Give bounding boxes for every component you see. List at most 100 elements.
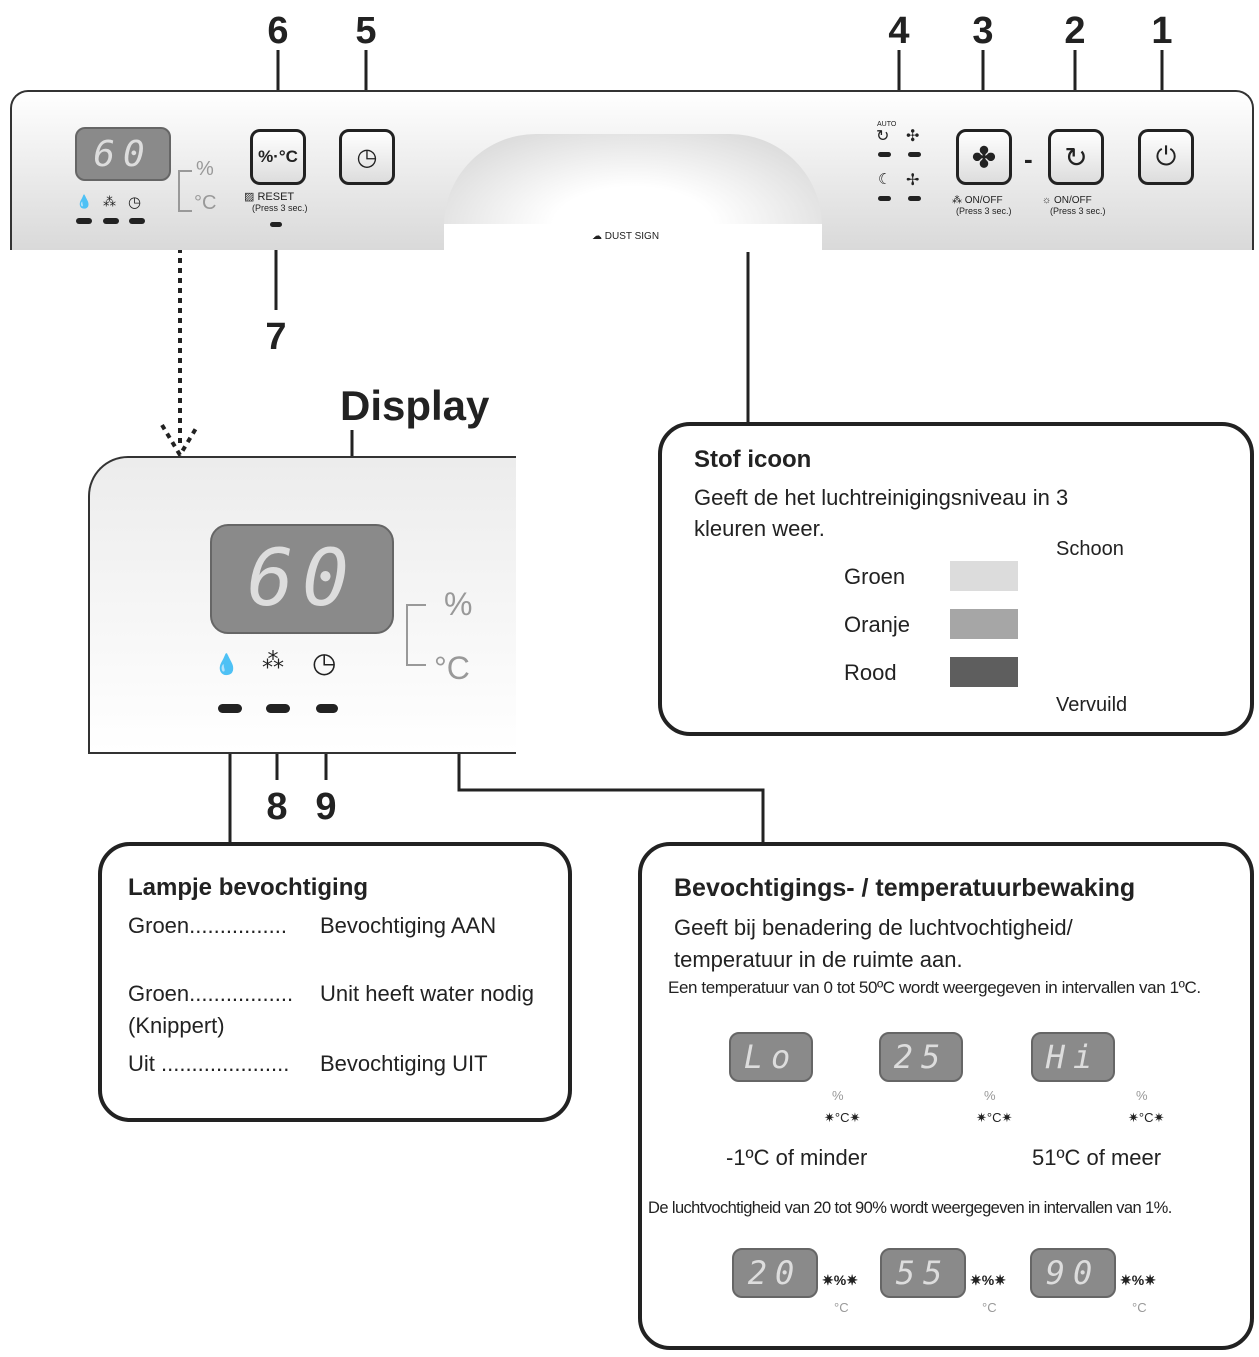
- temp-c-2: ✷°C✷: [976, 1110, 1013, 1125]
- ion-icon-large: ⁂: [262, 648, 284, 673]
- dust-box-desc2: kleuren weer.: [694, 516, 825, 541]
- reset-hint: (Press 3 sec.): [252, 203, 308, 213]
- main-unit-bracket: [406, 604, 426, 666]
- timer-icon: ◷: [128, 194, 142, 211]
- lamp-row-3-val: Bevochtiging UIT: [320, 1051, 488, 1076]
- main-unit-celsius: °C: [434, 650, 470, 686]
- monitor-title: Bevochtigings- / temperatuurbewaking: [674, 874, 1136, 902]
- level-green-label: Groen: [844, 564, 906, 589]
- led-humidify-large: [218, 704, 242, 713]
- timer-icon-large: ◷: [312, 647, 337, 678]
- dust-icon-box: Stof icoon Geeft de het luchtreinigingsn…: [658, 422, 1254, 736]
- dust-sign-label: ☁ DUST SIGN: [592, 231, 660, 242]
- temp-lcd-hi: Hi: [1031, 1032, 1115, 1082]
- led-ion-large: [266, 704, 290, 713]
- unit-bracket: [178, 170, 192, 212]
- led-humidify: [76, 218, 92, 224]
- hum-pct-2: ✷%✷: [970, 1272, 1006, 1288]
- ion-press-hint: (Press 3 sec.): [956, 206, 1012, 216]
- led-auto: [878, 152, 891, 157]
- monitor-desc1: Geeft bij benadering de luchtvochtigheid…: [674, 915, 1073, 940]
- callout-4: 4: [888, 10, 910, 52]
- led-ion: [103, 218, 119, 224]
- power-button[interactable]: ⏻: [1138, 129, 1194, 185]
- humidify-button[interactable]: ↻: [1048, 129, 1104, 185]
- lamp-box-title: Lampje bevochtiging: [128, 874, 369, 901]
- fan-high-icon: ✣: [906, 128, 920, 145]
- temp-lcd-25: 25: [879, 1032, 963, 1082]
- hum-lcd-90: 90: [1030, 1248, 1116, 1298]
- callout-8: 8: [266, 786, 288, 828]
- led-fan-high: [908, 152, 921, 157]
- temp-lcd-lo: Lo: [729, 1032, 813, 1082]
- callout-9: 9: [315, 786, 337, 828]
- lamp-row-1-val: Bevochtiging AAN: [320, 913, 497, 938]
- led-night: [878, 196, 891, 201]
- lamp-row-3-key: Uit .....................: [128, 1051, 290, 1076]
- hum-pct-1: ✷%✷: [822, 1272, 858, 1288]
- hum-note: De luchtvochtigheid van 20 tot 90% wordt…: [648, 1199, 1172, 1217]
- level-orange-label: Oranje: [844, 612, 911, 637]
- callout-7: 7: [265, 316, 287, 358]
- hum-c-1: °C: [834, 1300, 849, 1315]
- led-timer-large: [316, 704, 338, 713]
- light-onoff-label: ☼ ON/OFF: [1042, 195, 1092, 206]
- lamp-row-2-key: Groen.................: [128, 981, 294, 1006]
- button-separator: -: [1024, 144, 1033, 174]
- lamp-row-2-note: (Knippert): [128, 1013, 225, 1038]
- callout-1: 1: [1151, 10, 1173, 52]
- led-timer: [129, 218, 145, 224]
- lamp-row-2-val: Unit heeft water nodig: [320, 981, 535, 1006]
- led-reset: [270, 222, 282, 227]
- main-lcd: 60: [210, 524, 394, 634]
- lamp-row-1-key: Groen................: [128, 913, 287, 938]
- refresh-icon: ↻: [1064, 141, 1088, 173]
- monitor-desc2: temperatuur in de ruimte aan.: [674, 947, 963, 972]
- power-icon: ⏻: [1155, 141, 1177, 171]
- fan-icon: ✤: [972, 141, 996, 173]
- drops-icon-large: 💧: [214, 654, 239, 676]
- fan-speed-button[interactable]: ✤: [956, 129, 1012, 185]
- callout-3: 3: [972, 10, 994, 52]
- dust-box-title: Stof icoon: [694, 446, 812, 473]
- led-fan-low: [908, 196, 921, 201]
- dust-box-desc1: Geeft de het luchtreinigingsniveau in 3: [694, 485, 1069, 510]
- temp-high-label: 51ºC of meer: [1032, 1145, 1162, 1170]
- hum-lcd-55: 55: [880, 1248, 966, 1298]
- temp-pct-1: %: [832, 1088, 844, 1103]
- control-panel: 60 % °C 💧 ⁂ ◷ %·°C ▨ RESET (Press 3 sec.…: [10, 90, 1254, 252]
- temp-pct-2: %: [984, 1088, 996, 1103]
- temp-low-label: -1ºC of minder: [726, 1145, 868, 1170]
- temp-c-3: ✷°C✷: [1128, 1110, 1165, 1125]
- percent-celsius-button[interactable]: %·°C: [250, 129, 306, 185]
- swatch-green: [950, 561, 1018, 591]
- display-panel: 60 % °C 💧 ⁂ ◷: [88, 456, 516, 754]
- display-title: Display: [340, 382, 490, 429]
- hum-c-3: °C: [1132, 1300, 1147, 1315]
- mini-unit-celsius: °C: [194, 192, 217, 214]
- clock-icon: ◷: [356, 143, 378, 171]
- reset-label: ▨ RESET: [244, 191, 295, 203]
- mini-unit-percent: %: [196, 158, 214, 180]
- clean-label: Schoon: [1056, 538, 1124, 560]
- swatch-orange: [950, 609, 1018, 639]
- temp-c-1: ✷°C✷: [824, 1110, 861, 1125]
- light-press-hint: (Press 3 sec.): [1050, 206, 1106, 216]
- hum-pct-3: ✷%✷: [1120, 1272, 1156, 1288]
- mini-lcd: 60: [75, 127, 171, 181]
- callout-6: 6: [267, 10, 289, 52]
- hum-lcd-20: 20: [732, 1248, 818, 1298]
- drops-icon: 💧: [76, 194, 93, 209]
- auto-label: AUTO: [877, 121, 897, 128]
- timer-button[interactable]: ◷: [339, 129, 395, 185]
- callout-5: 5: [355, 10, 377, 52]
- night-mode-icon: ☾: [878, 171, 892, 188]
- humidify-lamp-box: Lampje bevochtiging Groen...............…: [98, 842, 572, 1122]
- dust-sign-dome: [444, 134, 822, 226]
- swatch-red: [950, 657, 1018, 687]
- ion-icon: ⁂: [103, 194, 116, 209]
- fan-low-icon: ✢: [906, 172, 920, 189]
- auto-mode-icon: ↻: [876, 128, 890, 145]
- level-red-label: Rood: [844, 660, 897, 685]
- temp-pct-3: %: [1136, 1088, 1148, 1103]
